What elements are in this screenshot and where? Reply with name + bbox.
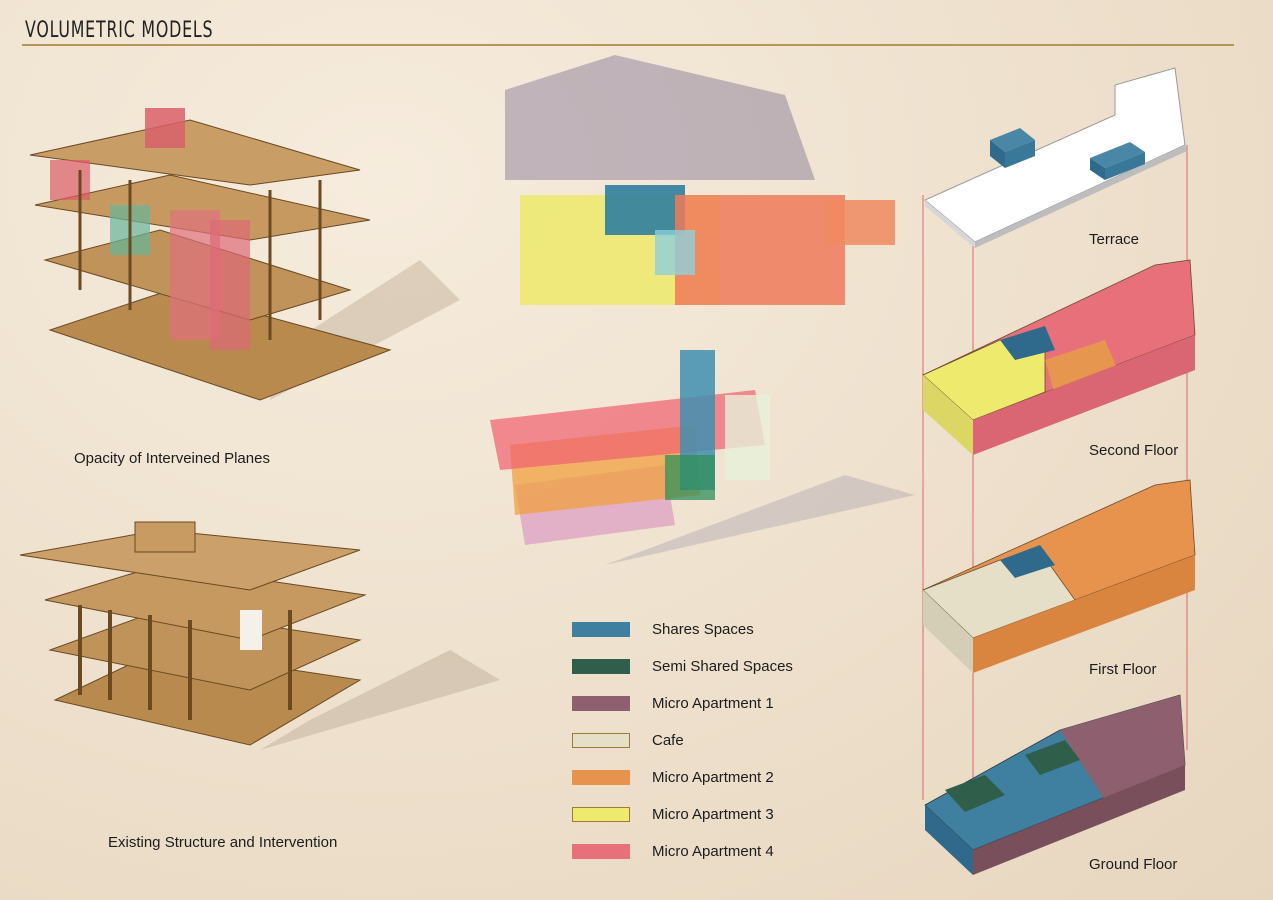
floor-first (922, 479, 1196, 673)
legend-item: Micro Apartment 1 (572, 685, 793, 722)
page-title: VOLUMETRIC MODELS (25, 18, 214, 43)
legend-label: Micro Apartment 1 (652, 695, 774, 712)
floor-ground (924, 694, 1186, 875)
translucent-model-perspective (490, 350, 915, 565)
label-first-floor: First Floor (1089, 661, 1157, 678)
legend-swatch (572, 696, 630, 711)
label-ground-floor: Ground Floor (1089, 856, 1178, 873)
legend-item: Micro Apartment 2 (572, 759, 793, 796)
label-second-floor: Second Floor (1089, 442, 1179, 459)
legend-item: Semi Shared Spaces (572, 648, 793, 685)
legend-label: Shares Spaces (652, 621, 754, 638)
legend-swatch (572, 733, 630, 748)
legend-swatch (572, 770, 630, 785)
legend-label: Cafe (652, 732, 684, 749)
label-terrace: Terrace (1089, 231, 1140, 248)
legend-item: Cafe (572, 722, 793, 759)
exploded-axonometric-diagram (922, 67, 1196, 875)
translucent-model-top-view (505, 55, 895, 305)
legend-swatch (572, 844, 630, 859)
legend-item: Shares Spaces (572, 611, 793, 648)
legend-label: Micro Apartment 3 (652, 806, 774, 823)
legend-swatch (572, 622, 630, 637)
legend-label: Micro Apartment 2 (652, 769, 774, 786)
floor-terrace (924, 67, 1187, 248)
cardboard-model-photo-existing (19, 521, 500, 750)
caption-opacity-planes: Opacity of Interveined Planes (74, 450, 270, 467)
legend-item: Micro Apartment 3 (572, 796, 793, 833)
legend-label: Semi Shared Spaces (652, 658, 793, 675)
cardboard-model-photo-opacity (29, 108, 460, 401)
vertical-guide-lines (922, 145, 1188, 850)
legend-swatch (572, 659, 630, 674)
legend-label: Micro Apartment 4 (652, 843, 774, 860)
floor-second (922, 259, 1196, 455)
caption-existing-structure: Existing Structure and Intervention (108, 834, 338, 851)
legend-swatch (572, 807, 630, 822)
legend-item: Micro Apartment 4 (572, 833, 793, 870)
title-underline (22, 44, 1234, 46)
legend: Shares Spaces Semi Shared Spaces Micro A… (572, 611, 793, 870)
